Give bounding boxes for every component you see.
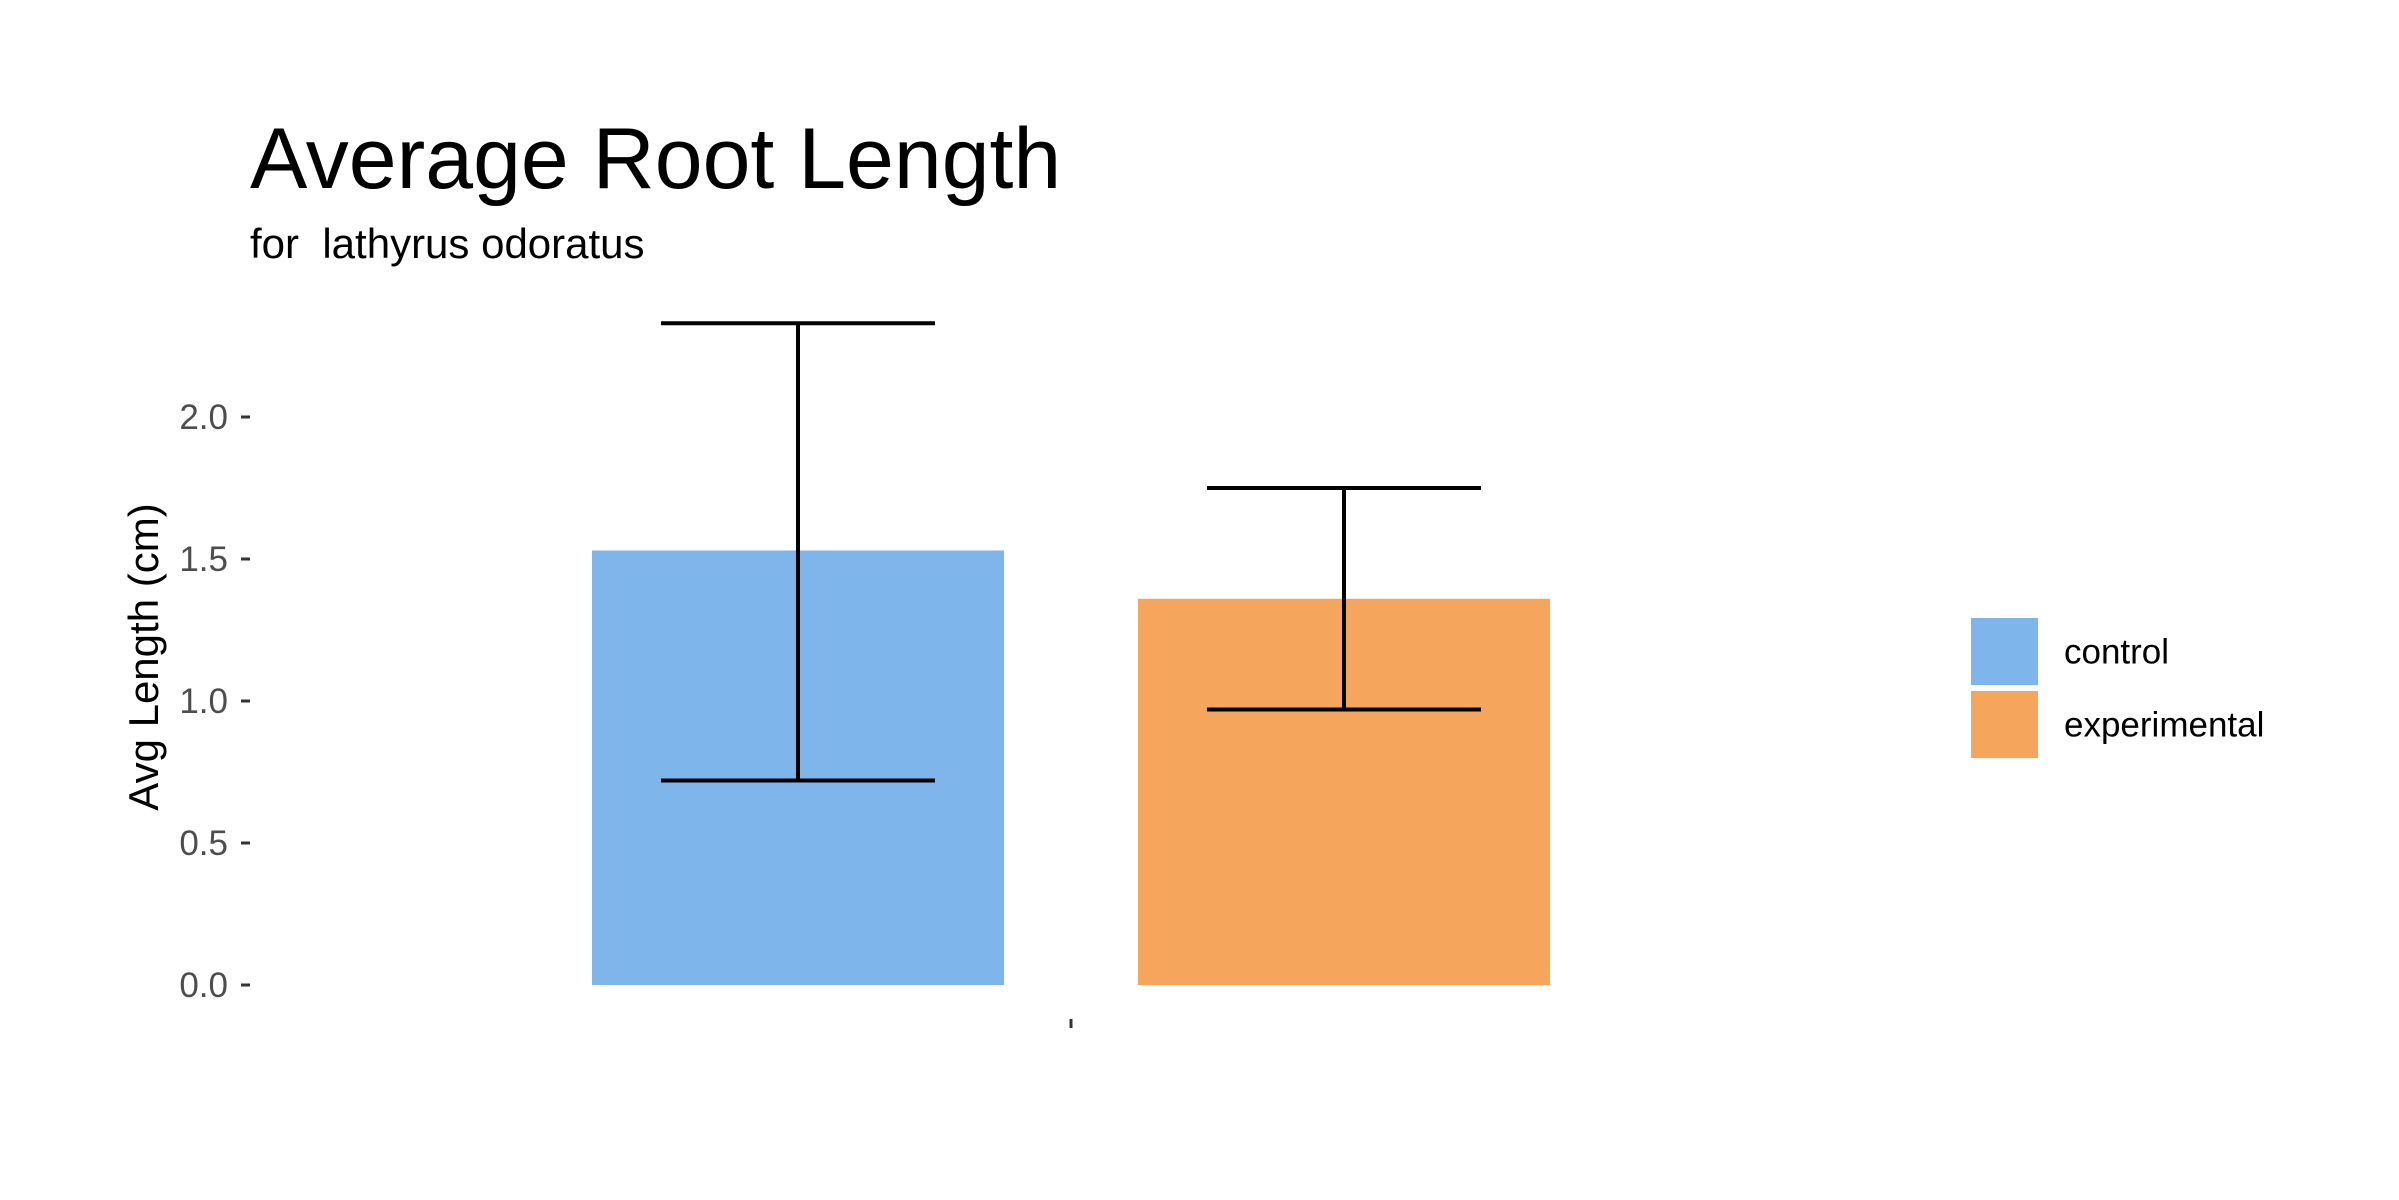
error-bars <box>661 321 1481 783</box>
legend-key-experimental <box>1971 691 2038 758</box>
y-axis: 0.0 0.5 1.0 1.5 2.0 <box>179 398 250 1005</box>
error-bar-control <box>661 321 935 783</box>
chart-subtitle: for lathyrus odoratus <box>250 220 645 267</box>
legend-label-experimental: experimental <box>2064 706 2264 745</box>
y-axis-label: Avg Length (cm) <box>120 503 167 810</box>
legend-item-experimental: experimental <box>1971 691 2264 758</box>
legend-label-control: control <box>2064 633 2169 672</box>
legend: control experimental <box>1971 618 2264 758</box>
y-tick-label: 0.0 <box>179 966 228 1005</box>
error-bar-experimental <box>1207 486 1481 712</box>
y-tick-label: 2.0 <box>179 398 228 437</box>
bars <box>592 550 1550 985</box>
legend-item-control: control <box>1971 618 2169 685</box>
legend-key-control <box>1971 618 2038 685</box>
chart-title: Average Root Length <box>250 111 1061 207</box>
y-tick-label: 0.5 <box>179 824 228 863</box>
y-tick-label: 1.5 <box>179 540 228 579</box>
y-tick-label: 1.0 <box>179 682 228 721</box>
